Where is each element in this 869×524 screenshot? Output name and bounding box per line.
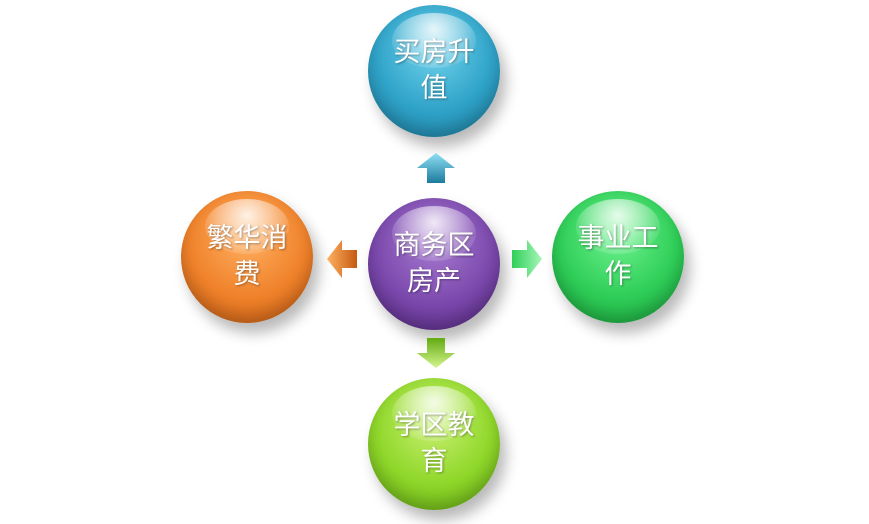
arrow-up-icon <box>417 153 455 183</box>
node-left-consumption: 繁华消费 <box>181 191 313 323</box>
node-center-business-district: 商务区房产 <box>368 198 500 330</box>
node-left-label: 繁华消费 <box>206 223 288 290</box>
node-top-buy-appreciation: 买房升值 <box>368 5 500 137</box>
node-right-label: 事业工作 <box>577 223 659 290</box>
node-bottom-education: 学区教育 <box>368 378 500 510</box>
node-bottom-label: 学区教育 <box>393 410 475 477</box>
node-top-label: 买房升值 <box>393 37 475 104</box>
node-right-career: 事业工作 <box>552 191 684 323</box>
arrow-left-icon <box>327 240 357 278</box>
node-center-label: 商务区房产 <box>393 230 475 297</box>
arrow-down-icon <box>417 338 455 368</box>
arrow-right-icon <box>512 240 542 278</box>
